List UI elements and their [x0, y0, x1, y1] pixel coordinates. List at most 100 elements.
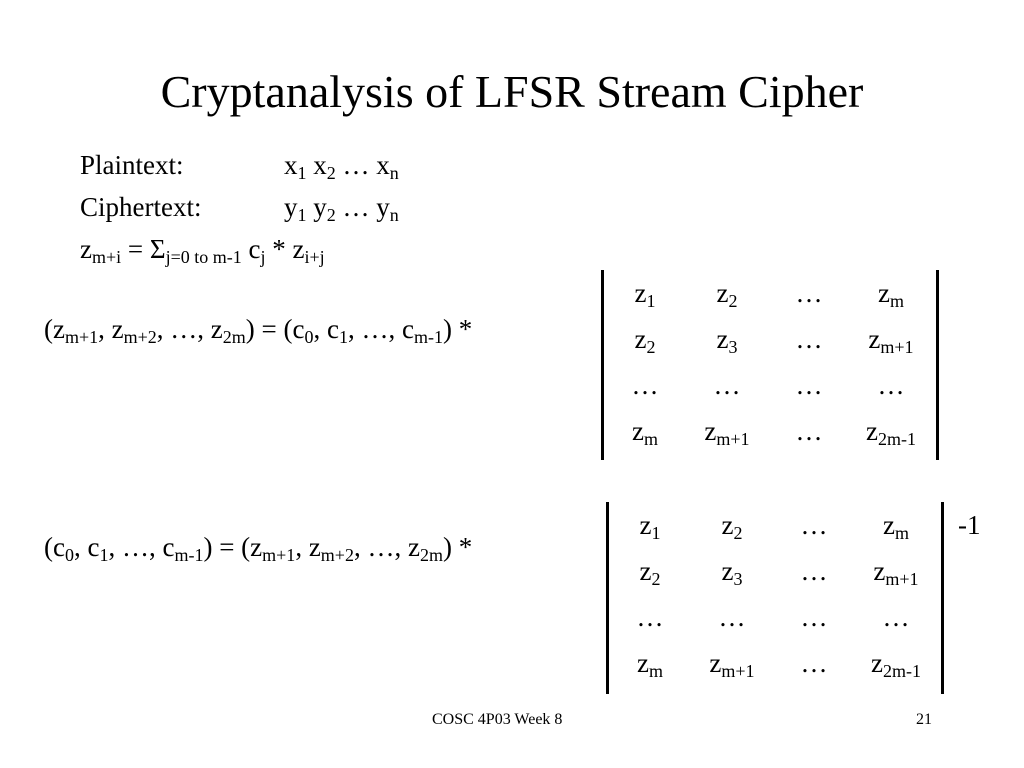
matrix-2: z1 z2 … zm z2 z3 … zm+1 … … … … zm zm+1 … — [606, 502, 944, 694]
matrix-cell: z2m-1 — [866, 415, 916, 449]
plaintext-x1: x — [284, 150, 298, 180]
matrix-cell: … — [877, 369, 905, 400]
recurrence-sigma-sub: j=0 to m-1 — [165, 247, 242, 267]
matrix-cell: … — [800, 601, 828, 632]
equation-2: (c0, c1, …, cm-1) = (zm+1, zm+2, …, z2m)… — [44, 530, 472, 564]
matrix-row: z1 z2 … zm — [609, 502, 941, 548]
ciphertext-dots: … — [342, 192, 370, 222]
ciphertext-subn: n — [389, 205, 399, 225]
matrix-cell: … — [636, 601, 664, 632]
eq1-sub4: 0 — [304, 327, 314, 347]
matrix-cell: zm+1 — [873, 555, 919, 589]
matrix-row: … … … … — [609, 594, 941, 640]
eq2-sub6: 2m — [419, 545, 443, 565]
equation-1: (zm+1, zm+2, …, z2m) = (c0, c1, …, cm-1)… — [44, 312, 472, 346]
recurrence-line: zm+i = Σj=0 to m-1 cj * zi+j — [80, 232, 325, 266]
plaintext-dots: … — [342, 150, 370, 180]
matrix-row: zm zm+1 … z2m-1 — [609, 640, 941, 686]
recurrence-csub: j — [260, 247, 266, 267]
matrix-1: z1 z2 … zm z2 z3 … zm+1 … … … … zm zm+1 … — [601, 270, 939, 460]
inverse-superscript: -1 — [958, 510, 981, 540]
matrix-cell: z1 — [634, 277, 656, 311]
ciphertext-y2: y — [313, 192, 327, 222]
footer-course: COSC 4P03 Week 8 — [432, 711, 563, 728]
eq1-sub3: 2m — [222, 327, 246, 347]
ciphertext-y1: y — [284, 192, 298, 222]
eq2-sub4: m+1 — [262, 545, 296, 565]
matrix-cell: … — [631, 369, 659, 400]
slide-title: Cryptanalysis of LFSR Stream Cipher — [160, 66, 864, 117]
plaintext-x2: x — [313, 150, 327, 180]
matrix-cell: … — [882, 601, 910, 632]
matrix-cell: … — [800, 509, 828, 540]
eq2-sub3: m-1 — [174, 545, 204, 565]
matrix-cell: z2 — [721, 509, 743, 543]
matrix-cell: … — [795, 323, 823, 354]
eq1-part7: ) * — [442, 314, 473, 344]
eq1-part3: , …, z — [156, 314, 223, 344]
matrix-cell: zm+1 — [704, 415, 750, 449]
matrix-cell: z2m-1 — [871, 647, 921, 681]
eq2-part2: , c — [73, 532, 100, 562]
recurrence-c: c — [241, 234, 261, 264]
recurrence-zsub: m+i — [91, 247, 122, 267]
matrix-cell: z3 — [716, 323, 738, 357]
recurrence-zsub2: i+j — [304, 247, 325, 267]
matrix-row: z2 z3 … zm+1 — [604, 316, 936, 362]
eq2-part7: ) * — [442, 532, 473, 562]
matrix-row: zm zm+1 … z2m-1 — [604, 408, 936, 454]
matrix-cell: zm+1 — [709, 647, 755, 681]
eq1-sub2: m+2 — [123, 327, 157, 347]
matrix-cell: z2 — [639, 555, 661, 589]
recurrence-sigma: = Σ — [121, 234, 166, 264]
ciphertext-label: Ciphertext: — [80, 192, 202, 222]
matrix-cell: … — [713, 369, 741, 400]
eq2-part1: (c — [44, 532, 65, 562]
matrix-cell: … — [800, 555, 828, 586]
recurrence-star-z: * z — [265, 234, 305, 264]
ciphertext-line: Ciphertext:y1 y2 … yn — [80, 190, 399, 224]
eq2-part4: ) = (z — [203, 532, 263, 562]
eq2-sub5: m+2 — [320, 545, 354, 565]
plaintext-line: Plaintext:x1 x2 … xn — [80, 148, 399, 182]
eq1-sub6: m-1 — [413, 327, 443, 347]
plaintext-xn: x — [376, 150, 390, 180]
eq1-sub5: 1 — [338, 327, 348, 347]
matrix-cell: zm — [878, 277, 904, 311]
matrix-row: z1 z2 … zm — [604, 270, 936, 316]
plaintext-sub1: 1 — [297, 163, 307, 183]
matrix-cell: zm — [637, 647, 663, 681]
matrix-cell: … — [800, 647, 828, 678]
eq1-part6: , …, c — [347, 314, 414, 344]
footer-page-number: 21 — [916, 711, 932, 728]
eq1-part4: ) = (c — [245, 314, 305, 344]
matrix-cell: z1 — [639, 509, 661, 543]
plaintext-label: Plaintext: — [80, 150, 184, 180]
matrix-cell: z2 — [716, 277, 738, 311]
matrix-cell: zm — [632, 415, 658, 449]
eq2-part5: , z — [295, 532, 321, 562]
eq2-part3: , …, c — [108, 532, 175, 562]
matrix-cell: zm+1 — [868, 323, 914, 357]
plaintext-subn: n — [389, 163, 399, 183]
matrix-cell: … — [795, 415, 823, 446]
eq2-sub1: 0 — [64, 545, 74, 565]
ciphertext-yn: y — [376, 192, 390, 222]
matrix-cell: z2 — [634, 323, 656, 357]
eq1-sub1: m+1 — [64, 327, 99, 347]
matrix-cell: z3 — [721, 555, 743, 589]
eq1-part5: , c — [313, 314, 339, 344]
eq1-part2: , z — [98, 314, 124, 344]
recurrence-z: z — [80, 234, 92, 264]
eq2-sub2: 1 — [99, 545, 109, 565]
matrix-cell: … — [795, 277, 823, 308]
matrix-cell: … — [795, 369, 823, 400]
ciphertext-sub2: 2 — [326, 205, 336, 225]
eq2-part6: , …, z — [353, 532, 420, 562]
matrix-cell: … — [718, 601, 746, 632]
plaintext-sub2: 2 — [326, 163, 336, 183]
matrix-row: z2 z3 … zm+1 — [609, 548, 941, 594]
eq1-part1: (z — [44, 314, 65, 344]
ciphertext-sub1: 1 — [297, 205, 307, 225]
